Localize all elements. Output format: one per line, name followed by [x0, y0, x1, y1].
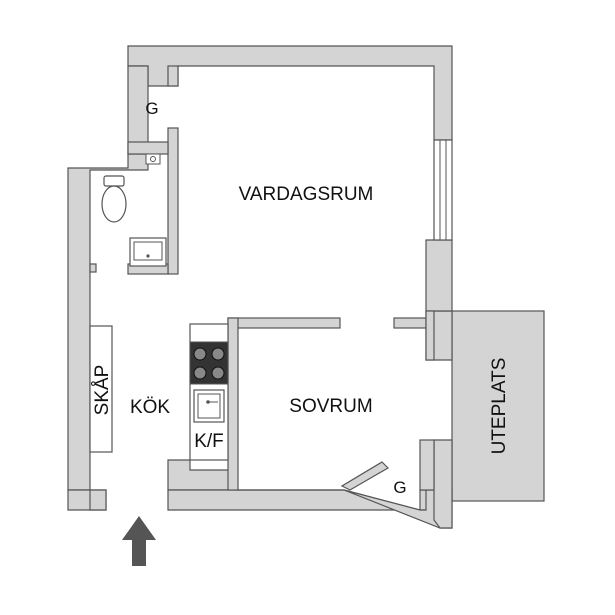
living-room-label: VARDAGSRUM — [239, 184, 374, 205]
stove-icon — [189, 341, 229, 385]
wardrobe-label: SKÅP — [92, 365, 113, 416]
wardrobe — [89, 325, 113, 453]
window-icon — [433, 139, 453, 241]
outer-walls — [67, 45, 453, 529]
closet-top-label: G — [145, 99, 158, 118]
kitchen-sink-icon — [193, 389, 225, 423]
closet-bedroom-label: G — [393, 478, 406, 497]
patio-area — [451, 310, 545, 502]
bedroom-label: SOVRUM — [289, 396, 372, 417]
shower-valve-icon — [145, 153, 161, 165]
entrance-arrow-icon — [122, 516, 156, 566]
sink-icon — [129, 237, 167, 267]
kitchen-label: KÖK — [130, 397, 170, 418]
toilet-icon — [101, 175, 127, 223]
fridge-freezer-label: K/F — [194, 431, 224, 452]
inner-walls — [89, 65, 435, 491]
patio-label: UTEPLATS — [489, 358, 510, 455]
